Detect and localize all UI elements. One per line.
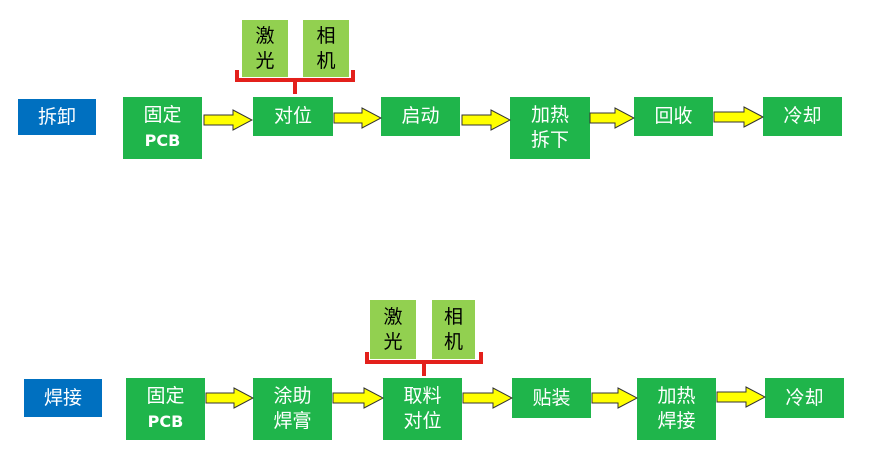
step-cool: 冷却 [765, 378, 844, 418]
camera-char-1: 相 [316, 24, 336, 47]
row-label-welding: 焊接 [24, 379, 102, 417]
flow-arrow [462, 387, 513, 409]
camera-box: 相 机 [303, 20, 349, 77]
flow-arrow [716, 386, 766, 408]
row-label-text: 焊接 [43, 386, 82, 409]
step-line: 冷却 [785, 386, 824, 409]
step-line: 涂助 [273, 385, 312, 407]
flow-arrow [713, 106, 764, 128]
step-apply-flux: 涂助 焊膏 [253, 378, 332, 440]
step-fix-pcb: 固定 PCB [123, 97, 202, 159]
laser-box: 激 光 [370, 300, 416, 359]
flow-arrow [333, 107, 382, 129]
device-bracket [235, 70, 355, 94]
step-line: 固定 [143, 104, 182, 126]
laser-char-2: 光 [383, 330, 403, 353]
flow-arrow [461, 109, 511, 131]
laser-char-1: 激 [383, 305, 403, 328]
camera-box: 相 机 [432, 300, 475, 359]
step-line: 对位 [403, 410, 442, 432]
row-label-disassembly: 拆卸 [18, 99, 96, 135]
camera-char-2: 机 [316, 49, 336, 72]
step-line: 拆下 [530, 129, 569, 151]
step-pick-align: 取料 对位 [383, 378, 462, 440]
laser-char-2: 光 [255, 49, 275, 72]
laser-box: 激 光 [242, 20, 288, 77]
step-heat-remove: 加热 拆下 [510, 97, 590, 159]
laser-char-1: 激 [255, 24, 275, 47]
camera-char-1: 相 [443, 305, 463, 328]
flow-arrow [203, 109, 253, 131]
step-heat-weld: 加热 焊接 [637, 378, 716, 440]
step-line: 取料 [403, 385, 442, 407]
step-line: 焊接 [657, 410, 696, 432]
flow-arrow [205, 387, 254, 409]
step-line: 焊膏 [273, 410, 312, 432]
flow-arrow [332, 387, 384, 409]
step-recycle: 回收 [634, 97, 713, 136]
step-line: 加热 [530, 104, 569, 126]
camera-char-2: 机 [443, 330, 463, 353]
step-line: PCB [147, 412, 184, 431]
step-line: 固定 [146, 385, 185, 407]
step-line: 冷却 [783, 105, 822, 127]
step-start: 启动 [381, 97, 460, 136]
row-label-text: 拆卸 [37, 105, 76, 128]
device-bracket [365, 352, 483, 376]
step-line: 贴装 [532, 386, 571, 409]
step-fix-pcb: 固定 PCB [126, 378, 205, 440]
step-line: 回收 [654, 105, 693, 127]
step-line: 对位 [273, 105, 312, 127]
step-align: 对位 [253, 97, 333, 136]
step-cool: 冷却 [763, 97, 842, 136]
flow-arrow [591, 387, 638, 409]
step-line: 加热 [657, 385, 696, 407]
step-line: PCB [144, 131, 181, 150]
flow-arrow [589, 107, 635, 129]
step-line: 启动 [401, 105, 440, 127]
step-mount: 贴装 [512, 378, 591, 418]
